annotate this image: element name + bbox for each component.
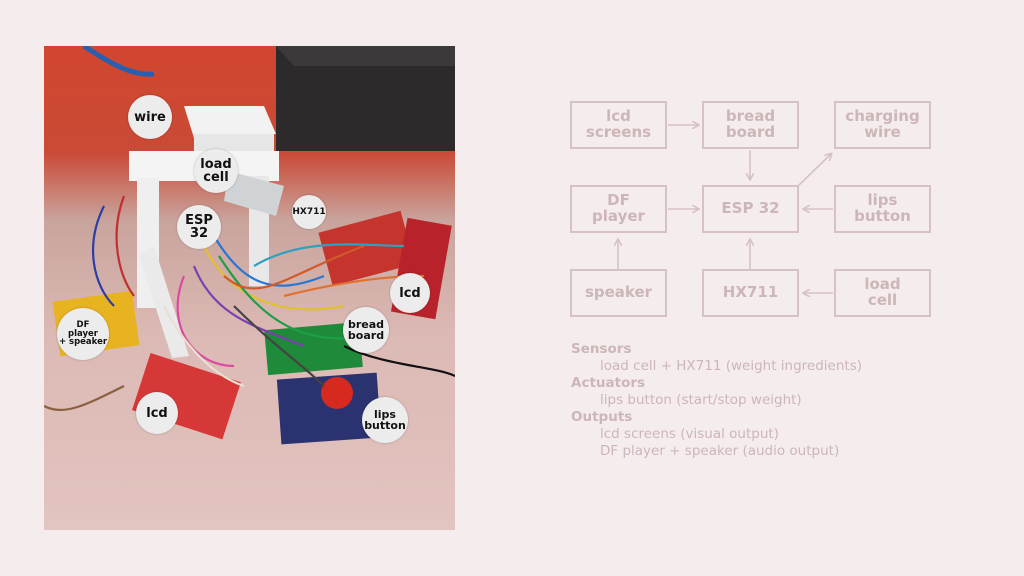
label-esp32: ESP 32	[177, 205, 221, 249]
legend-actuators-heading: Actuators	[571, 375, 646, 391]
legend-outputs-item: DF player + speaker (audio output)	[600, 443, 840, 459]
label-lcd-right: lcd	[390, 273, 430, 313]
box-speaker: speaker	[570, 269, 667, 317]
label-wire: wire	[128, 95, 172, 139]
box-lips-button: lips button	[834, 185, 931, 233]
label-bread-board: bread board	[343, 307, 389, 353]
prototype-scene	[44, 46, 455, 445]
box-charging-wire: charging wire	[834, 101, 931, 149]
legend-outputs-item: lcd screens (visual output)	[600, 426, 779, 442]
box-lcd-screens: lcd screens	[570, 101, 667, 149]
box-bread-board: bread board	[702, 101, 799, 149]
legend-outputs-heading: Outputs	[571, 409, 633, 425]
arrow-esp32-to-charging-wire	[797, 154, 831, 187]
box-hx711: HX711	[702, 269, 799, 317]
prototype-photo: wire load cell HX711 ESP 32 lcd DF playe…	[44, 46, 455, 530]
label-df-player: DF player + speaker	[57, 308, 109, 360]
box-df-player: DF player	[570, 185, 667, 233]
label-lips-button: lips button	[362, 397, 408, 443]
component-legend: Sensors load cell + HX711 (weight ingred…	[571, 341, 862, 460]
legend-actuators-item: lips button (start/stop weight)	[600, 392, 802, 408]
label-hx711: HX711	[292, 195, 326, 229]
legend-sensors-item: load cell + HX711 (weight ingredients)	[600, 358, 863, 374]
legend-sensors-heading: Sensors	[571, 341, 632, 357]
label-lcd-left: lcd	[136, 392, 178, 434]
box-esp32: ESP 32	[702, 185, 799, 233]
box-load-cell: load cell	[834, 269, 931, 317]
label-load-cell: load cell	[194, 149, 238, 193]
